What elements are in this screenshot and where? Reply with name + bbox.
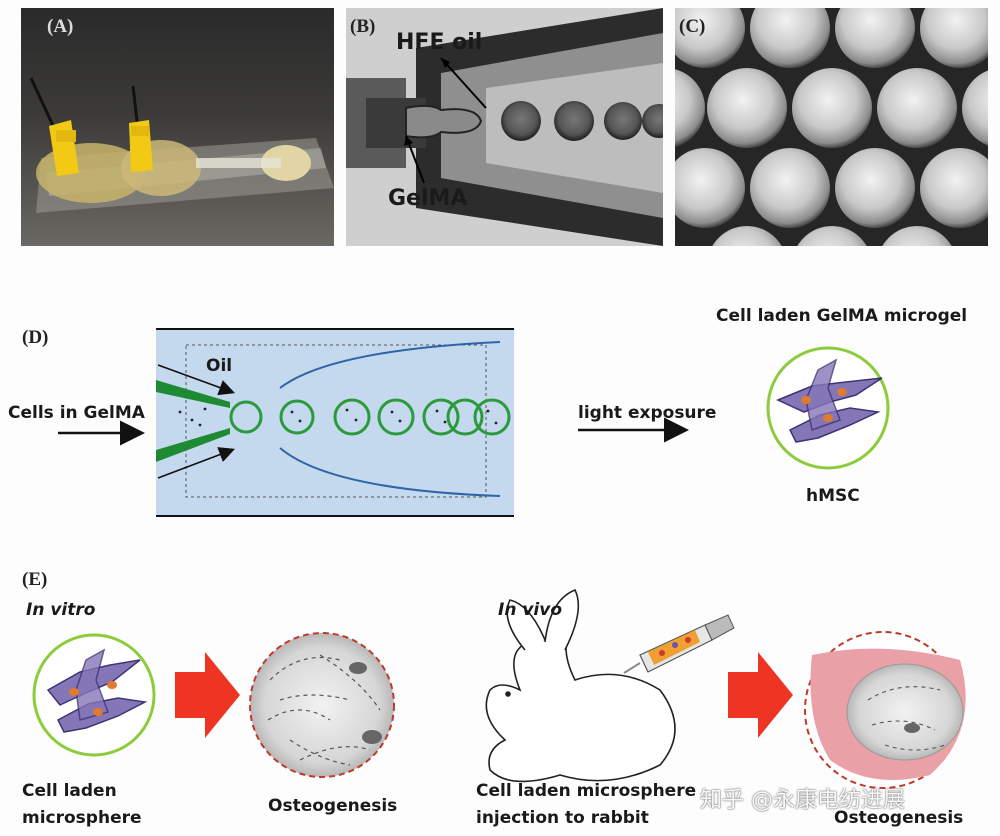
syringe-drawing (623, 614, 735, 674)
in-vivo-label: In vivo (498, 600, 563, 620)
watermark: 知乎 @永康电纺进展 (700, 788, 905, 813)
injection-line2: injection to rabbit (476, 808, 649, 828)
microgel-title: Cell laden GelMA microgel (716, 306, 968, 326)
chip-photo: (A) (21, 8, 334, 246)
microsphere-line2: microsphere (22, 808, 142, 828)
light-exposure-label: light exposure (578, 403, 717, 423)
injection-line1: Cell laden microsphere (476, 781, 697, 801)
in-vitro-label: In vitro (26, 600, 96, 620)
osteogenesis-right-label: Osteogenesis (834, 808, 964, 828)
packed-microgels-art (675, 8, 988, 246)
oil-label: Oil (206, 356, 233, 376)
gelma-label: GelMA (388, 186, 468, 211)
packed-microgels-image: (C) (675, 8, 988, 246)
panel-c-label: (C) (679, 16, 706, 37)
hfe-oil-label: HFE oil (396, 30, 483, 55)
chip-photo-art (29, 77, 334, 213)
droplet-generation-image: (B) HFE oil GelMA (346, 8, 663, 246)
panel-e-label: (E) (22, 569, 48, 590)
droplet-generation-art (346, 8, 663, 246)
osteogenesis-left-label: Osteogenesis (268, 796, 398, 816)
panel-a-label: (A) (47, 16, 74, 37)
hmsc-label: hMSC (806, 486, 860, 506)
panel-d-label: (D) (22, 327, 49, 348)
gelma-droplets (229, 398, 511, 436)
cells-in-gelma-label: Cells in GelMA (8, 403, 145, 423)
microsphere-line1: Cell laden (22, 781, 117, 801)
rabbit-drawing (485, 588, 676, 783)
panel-b-label: (B) (350, 16, 376, 37)
